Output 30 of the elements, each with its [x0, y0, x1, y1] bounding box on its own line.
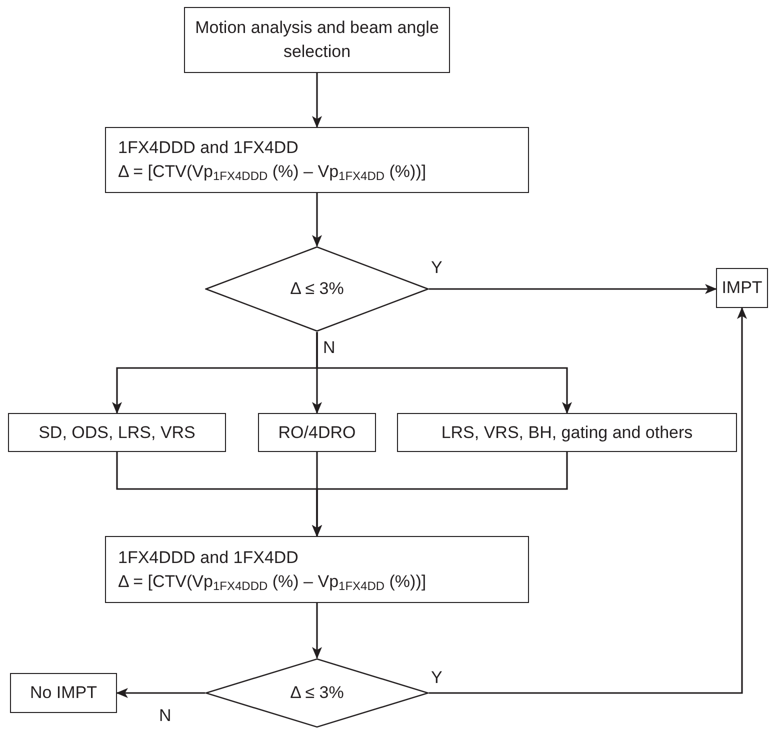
box-text: Δ = [CTV(Vp$_{1FX4DDD}$ (%) – Vp$_{1FX4DD}$ (%))] [118, 161, 426, 184]
decision-text: Δ ≤ 3% [290, 682, 344, 704]
process-box [716, 268, 768, 308]
process-box [8, 413, 226, 452]
box-text: RO/4DRO [278, 422, 356, 444]
arrow [116, 688, 205, 698]
decision-diamond [205, 658, 429, 728]
process-box [258, 413, 376, 452]
arrow [312, 452, 568, 537]
decision-diamond [205, 246, 429, 332]
box-text: 1FX4DDD and 1FX4DD [118, 546, 298, 568]
box-text: Motion analysis and beam angle selection [194, 17, 440, 63]
decision-text: Δ ≤ 3% [290, 278, 344, 300]
box-text: No IMPT [30, 682, 98, 704]
process-box [184, 7, 450, 73]
box-text: Δ = [CTV(Vp$_{1FX4DDD}$ (%) – Vp$_{1FX4DD}$ (%))] [118, 570, 426, 594]
process-box [397, 413, 737, 452]
arrow [312, 603, 322, 659]
box-text: 1FX4DDD and 1FX4DD [118, 137, 298, 159]
process-box [105, 536, 529, 603]
box-text: LRS, VRS, BH, gating and others [441, 422, 693, 444]
box-text: SD, ODS, LRS, VRS [38, 422, 196, 444]
arrow [312, 193, 322, 247]
process-box [10, 673, 117, 713]
box-text: IMPT [722, 277, 762, 299]
process-box [105, 127, 529, 193]
arrow [429, 307, 747, 694]
arrow [429, 284, 717, 294]
arrow [312, 73, 322, 128]
arrow [316, 332, 572, 414]
